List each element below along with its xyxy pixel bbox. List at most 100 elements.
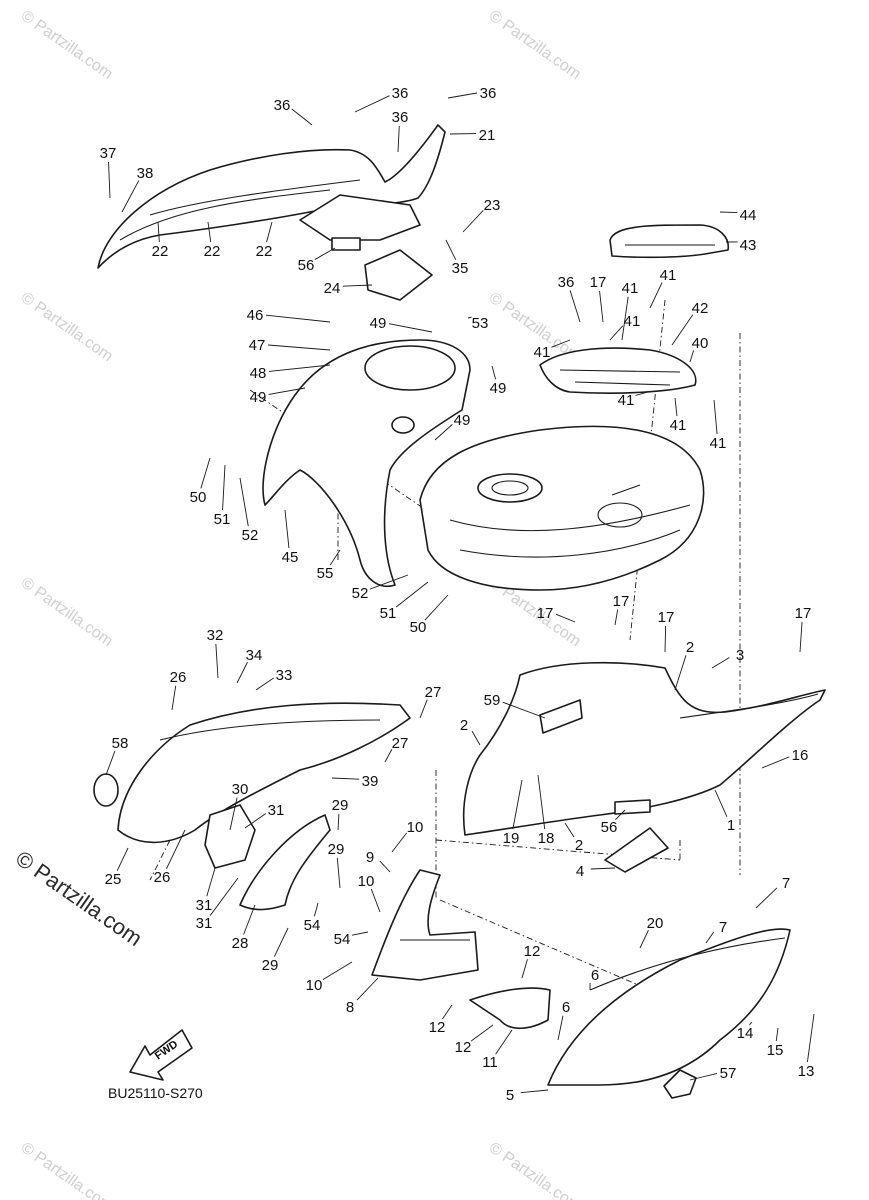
part-callout[interactable]: 58 xyxy=(112,735,129,752)
part-callout[interactable]: 55 xyxy=(317,565,334,582)
part-callout[interactable]: 54 xyxy=(304,917,321,934)
part-callout[interactable]: 52 xyxy=(352,585,369,602)
part-callout[interactable]: 17 xyxy=(590,274,607,291)
part-callout[interactable]: 22 xyxy=(152,243,169,260)
part-callout[interactable]: 16 xyxy=(792,747,809,764)
part-callout[interactable]: 27 xyxy=(392,735,409,752)
part-callout[interactable]: 7 xyxy=(719,919,727,936)
part-callout[interactable]: 23 xyxy=(484,197,501,214)
part-callout[interactable]: 8 xyxy=(346,999,354,1016)
part-callout[interactable]: 36 xyxy=(274,97,291,114)
part-callout[interactable]: 14 xyxy=(737,1025,754,1042)
part-callout[interactable]: 9 xyxy=(366,849,374,866)
part-callout[interactable]: 12 xyxy=(524,943,541,960)
part-callout[interactable]: 41 xyxy=(534,344,551,361)
part-callout[interactable]: 2 xyxy=(686,639,694,656)
part-callout[interactable]: 11 xyxy=(482,1054,498,1071)
part-callout[interactable]: 2 xyxy=(460,717,468,734)
part-callout[interactable]: 48 xyxy=(250,365,267,382)
part-callout[interactable]: 51 xyxy=(380,605,397,622)
part-callout[interactable]: 5 xyxy=(506,1087,514,1104)
part-callout[interactable]: 41 xyxy=(670,417,687,434)
part-callout[interactable]: 1 xyxy=(727,817,735,834)
part-callout[interactable]: 26 xyxy=(170,669,187,686)
part-callout[interactable]: 54 xyxy=(334,931,351,948)
part-callout[interactable]: 31 xyxy=(196,897,213,914)
part-callout[interactable]: 10 xyxy=(358,873,375,890)
part-callout[interactable]: 15 xyxy=(767,1042,784,1059)
part-callout[interactable]: 22 xyxy=(256,243,273,260)
part-callout[interactable]: 39 xyxy=(362,773,379,790)
part-callout[interactable]: 10 xyxy=(407,819,424,836)
part-callout[interactable]: 43 xyxy=(740,237,757,254)
part-callout[interactable]: 56 xyxy=(298,257,315,274)
part-callout[interactable]: 41 xyxy=(622,280,639,297)
part-callout[interactable]: 41 xyxy=(624,313,641,330)
part-callout[interactable]: 31 xyxy=(268,802,285,819)
part-callout[interactable]: 6 xyxy=(562,999,570,1016)
part-callout[interactable]: 53 xyxy=(472,315,489,332)
part-callout[interactable]: 20 xyxy=(647,915,664,932)
part-callout[interactable]: 41 xyxy=(618,392,635,409)
part-callout[interactable]: 40 xyxy=(692,335,709,352)
part-callout[interactable]: 57 xyxy=(720,1065,737,1082)
leader-line xyxy=(268,387,306,395)
part-callout[interactable]: 36 xyxy=(392,85,409,102)
part-callout[interactable]: 26 xyxy=(154,869,171,886)
part-callout[interactable]: 29 xyxy=(332,797,349,814)
part-callout[interactable]: 46 xyxy=(247,307,264,324)
part-callout[interactable]: 45 xyxy=(282,549,299,566)
part-callout[interactable]: 7 xyxy=(782,875,790,892)
part-callout[interactable]: 32 xyxy=(207,627,224,644)
part-callout[interactable]: 13 xyxy=(798,1063,815,1080)
part-callout[interactable]: 27 xyxy=(425,684,442,701)
part-callout[interactable]: 2 xyxy=(575,837,583,854)
part-callout[interactable]: 21 xyxy=(479,127,496,144)
part-callout[interactable]: 36 xyxy=(392,109,409,126)
part-callout[interactable]: 28 xyxy=(232,935,249,952)
part-callout[interactable]: 3 xyxy=(736,647,744,664)
part-callout[interactable]: 30 xyxy=(232,781,249,798)
part-callout[interactable]: 10 xyxy=(306,977,323,994)
part-callout[interactable]: 52 xyxy=(242,527,259,544)
part-callout[interactable]: 31 xyxy=(196,915,213,932)
part-callout[interactable]: 34 xyxy=(246,647,263,664)
part-callout[interactable]: 42 xyxy=(692,300,709,317)
part-callout[interactable]: 12 xyxy=(429,1019,446,1036)
part-callout[interactable]: 17 xyxy=(795,605,812,622)
part-callout[interactable]: 38 xyxy=(137,165,154,182)
part-callout[interactable]: 50 xyxy=(190,489,207,506)
part-callout[interactable]: 50 xyxy=(410,619,427,636)
part-callout[interactable]: 44 xyxy=(740,207,757,224)
part-callout[interactable]: 47 xyxy=(249,337,266,354)
part-callout[interactable]: 4 xyxy=(576,863,584,880)
part-callout[interactable]: 35 xyxy=(452,260,469,277)
part-callout[interactable]: 18 xyxy=(538,830,555,847)
part-callout[interactable]: 49 xyxy=(490,380,507,397)
part-callout[interactable]: 41 xyxy=(710,435,727,452)
part-callout[interactable]: 36 xyxy=(558,274,575,291)
part-callout[interactable]: 49 xyxy=(370,315,387,332)
part-callout[interactable]: 24 xyxy=(324,280,341,297)
part-callout[interactable]: 41 xyxy=(660,267,677,284)
bracket-11-body xyxy=(469,987,551,1030)
part-callout[interactable]: 22 xyxy=(204,243,221,260)
part-callout[interactable]: 59 xyxy=(484,692,501,709)
part-callout[interactable]: 17 xyxy=(658,609,675,626)
part-callout[interactable]: 49 xyxy=(250,389,267,406)
part-callout[interactable]: 36 xyxy=(480,85,497,102)
part-callout[interactable]: 17 xyxy=(613,593,630,610)
part-callout[interactable]: 29 xyxy=(262,957,279,974)
part-callout[interactable]: 56 xyxy=(601,819,618,836)
part-callout[interactable]: 29 xyxy=(328,841,345,858)
part-callout[interactable]: 17 xyxy=(537,605,554,622)
part-callout[interactable]: 6 xyxy=(591,967,599,984)
part-callout[interactable]: 37 xyxy=(100,145,117,162)
duct-panel-4 xyxy=(604,827,669,873)
part-callout[interactable]: 49 xyxy=(454,412,471,429)
part-callout[interactable]: 25 xyxy=(105,871,122,888)
part-callout[interactable]: 12 xyxy=(455,1039,472,1056)
part-callout[interactable]: 51 xyxy=(214,511,231,528)
part-callout[interactable]: 19 xyxy=(503,830,520,847)
part-callout[interactable]: 33 xyxy=(276,667,293,684)
